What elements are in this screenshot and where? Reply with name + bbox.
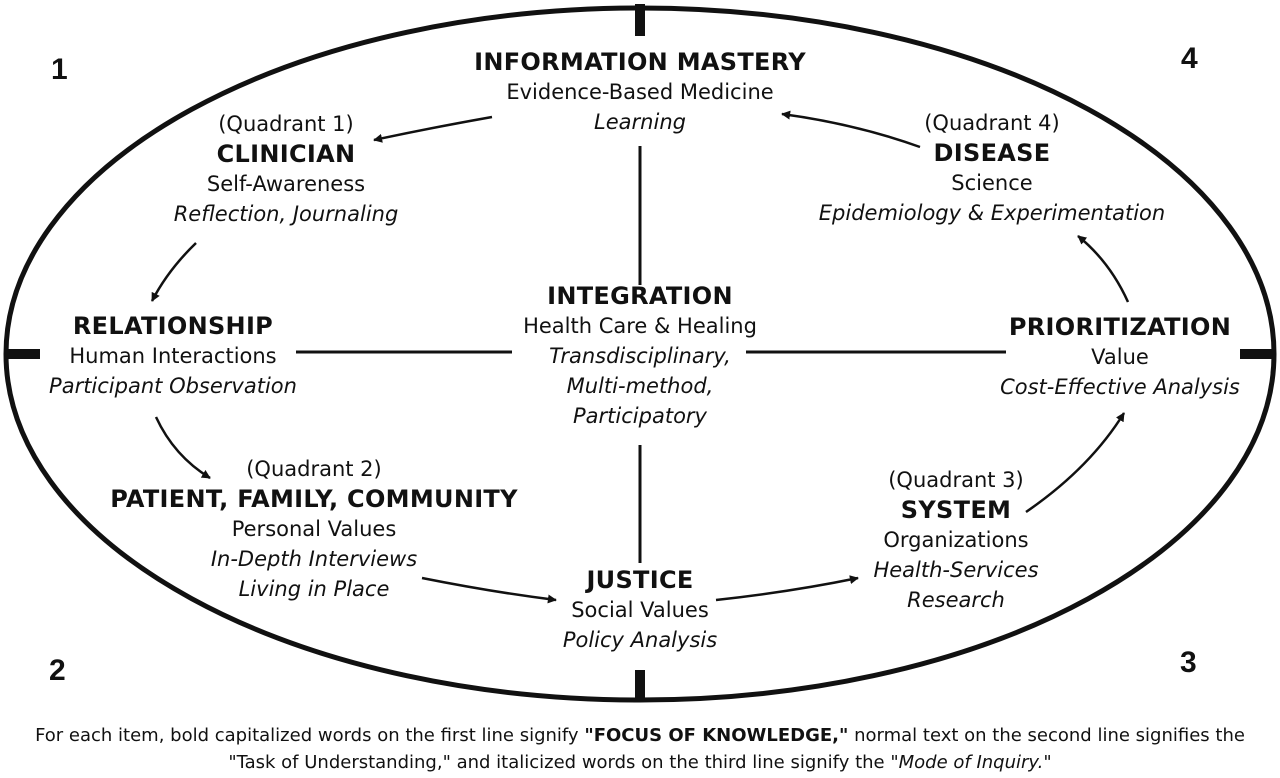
arrow-relationship-to-patient <box>154 416 211 480</box>
arrow-info-to-clinician <box>373 115 493 143</box>
node-task: Health Care & Healing <box>523 314 757 338</box>
node-mode-cont: Participatory <box>573 404 707 428</box>
node-integration: INTEGRATION Health Care & Healing Transd… <box>490 281 790 431</box>
node-mode: Epidemiology & Experimentation <box>818 201 1166 225</box>
corner-label-2: 2 <box>49 654 66 687</box>
legend-text: "Task of Understanding," and italicized … <box>228 752 891 773</box>
node-patient-family-community: (Quadrant 2) PATIENT, FAMILY, COMMUNITY … <box>92 454 536 604</box>
legend-text: normal text on the second line signifies… <box>848 725 1245 746</box>
node-mode-cont: Living in Place <box>238 577 390 601</box>
node-task: Personal Values <box>231 517 397 541</box>
node-clinician: (Quadrant 1) CLINICIAN Self-Awareness Re… <box>136 109 436 229</box>
legend-caption: For each item, bold capitalized words on… <box>0 722 1280 776</box>
arrow-prioritization-to-disease <box>1077 235 1130 303</box>
legend-line-1: For each item, bold capitalized words on… <box>0 722 1280 749</box>
node-title: JUSTICE <box>586 566 694 594</box>
node-task: Self-Awareness <box>206 172 366 196</box>
node-title: PATIENT, FAMILY, COMMUNITY <box>110 485 518 513</box>
node-mode: In-Depth Interviews <box>210 547 418 571</box>
node-mode: Transdisciplinary, <box>549 344 731 368</box>
node-mode: Learning <box>594 110 686 134</box>
legend-focus: "FOCUS OF KNOWLEDGE," <box>584 725 849 746</box>
quadrant-label: (Quadrant 3) <box>888 468 1024 492</box>
diagram-canvas <box>3 4 1277 703</box>
arrow-patient-to-justice <box>421 576 557 604</box>
node-task: Evidence-Based Medicine <box>506 80 774 104</box>
node-mode: Participant Observation <box>49 374 297 398</box>
node-mode: Health-Services <box>873 558 1039 582</box>
node-task: Social Values <box>571 598 709 622</box>
node-title: INTEGRATION <box>547 282 733 310</box>
tick-right <box>1240 349 1276 359</box>
arrow-justice-to-system <box>715 575 859 602</box>
tick-bottom <box>635 670 645 702</box>
tick-top <box>635 4 645 36</box>
quadrant-label: (Quadrant 4) <box>924 111 1060 135</box>
arrow-clinician-to-relationship <box>150 242 197 302</box>
arrow-disease-to-info <box>781 110 921 149</box>
node-justice: JUSTICE Social Values Policy Analysis <box>540 565 740 655</box>
node-prioritization: PRIORITIZATION Value Cost-Effective Anal… <box>1000 312 1240 402</box>
node-task: Organizations <box>883 528 1029 552</box>
node-system: (Quadrant 3) SYSTEM Organizations Health… <box>846 465 1066 615</box>
node-task: Science <box>951 171 1033 195</box>
node-task: Human Interactions <box>69 344 277 368</box>
corner-label-3: 3 <box>1180 646 1197 679</box>
node-title: PRIORITIZATION <box>1008 313 1232 341</box>
node-information-mastery: INFORMATION MASTERY Evidence-Based Medic… <box>400 47 880 137</box>
arrow-system-to-prioritization <box>1025 412 1126 514</box>
quadrant-label: (Quadrant 2) <box>246 457 382 481</box>
node-disease: (Quadrant 4) DISEASE Science Epidemiolog… <box>812 108 1172 228</box>
node-title: DISEASE <box>933 139 1051 167</box>
node-mode: Policy Analysis <box>562 628 718 652</box>
node-relationship: RELATIONSHIP Human Interactions Particip… <box>28 311 318 401</box>
corner-label-1: 1 <box>51 53 68 86</box>
node-mode-cont: Multi-method, <box>566 374 714 398</box>
tick-left <box>4 349 40 359</box>
node-title: RELATIONSHIP <box>72 312 274 340</box>
corner-label-4: 4 <box>1181 42 1198 75</box>
node-mode: Cost-Effective Analysis <box>1000 375 1240 399</box>
node-mode-cont: Research <box>907 588 1005 612</box>
legend-line-2: "Task of Understanding," and italicized … <box>0 749 1280 776</box>
node-title: CLINICIAN <box>216 140 356 168</box>
node-title: INFORMATION MASTERY <box>474 48 806 76</box>
node-title: SYSTEM <box>900 496 1012 524</box>
quadrant-label: (Quadrant 1) <box>218 112 354 136</box>
node-task: Value <box>1091 345 1149 369</box>
legend-text: For each item, bold capitalized words on… <box>35 725 585 746</box>
legend-mode: "Mode of Inquiry." <box>890 752 1052 773</box>
node-mode: Reflection, Journaling <box>173 202 399 226</box>
